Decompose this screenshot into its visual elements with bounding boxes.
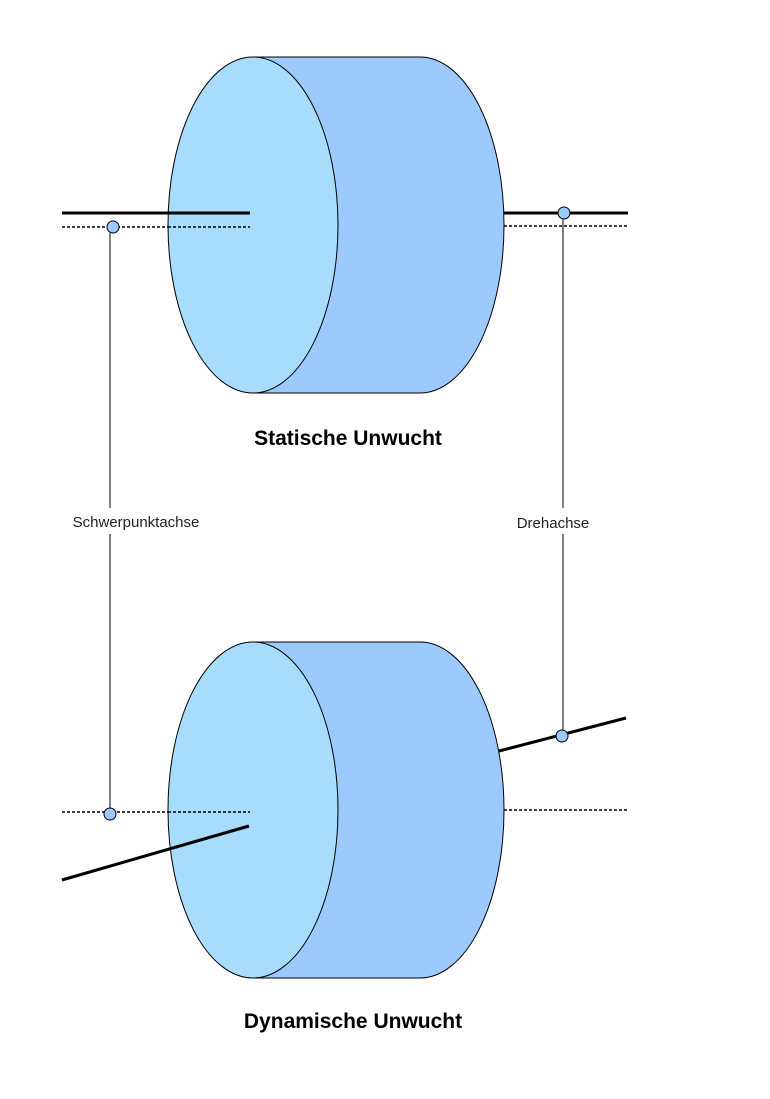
- cog-axis-label: Schwerpunktachse: [73, 514, 200, 531]
- static-unbalance-title: Statische Unwucht: [254, 427, 442, 450]
- dynamic-cog-marker: [103, 807, 117, 821]
- rotation-axis-label-bg: [506, 508, 606, 534]
- dynamic-rotation-axis-left: [61, 824, 250, 882]
- static-unbalance-group: Statische Unwucht: [62, 56, 628, 450]
- dynamic-unbalance-group: Dynamische Unwucht: [61, 641, 628, 1033]
- static-cylinder-face: [167, 56, 339, 394]
- cog-axis-label-bg: [62, 508, 208, 534]
- rotation-axis-label: Drehachse: [517, 515, 590, 532]
- dynamic-unbalance-title: Dynamische Unwucht: [244, 1010, 462, 1033]
- static-cog-marker: [106, 220, 120, 234]
- static-rotation-marker: [557, 206, 571, 220]
- dynamic-rotation-marker: [555, 729, 569, 743]
- dynamic-cylinder-face: [167, 641, 339, 979]
